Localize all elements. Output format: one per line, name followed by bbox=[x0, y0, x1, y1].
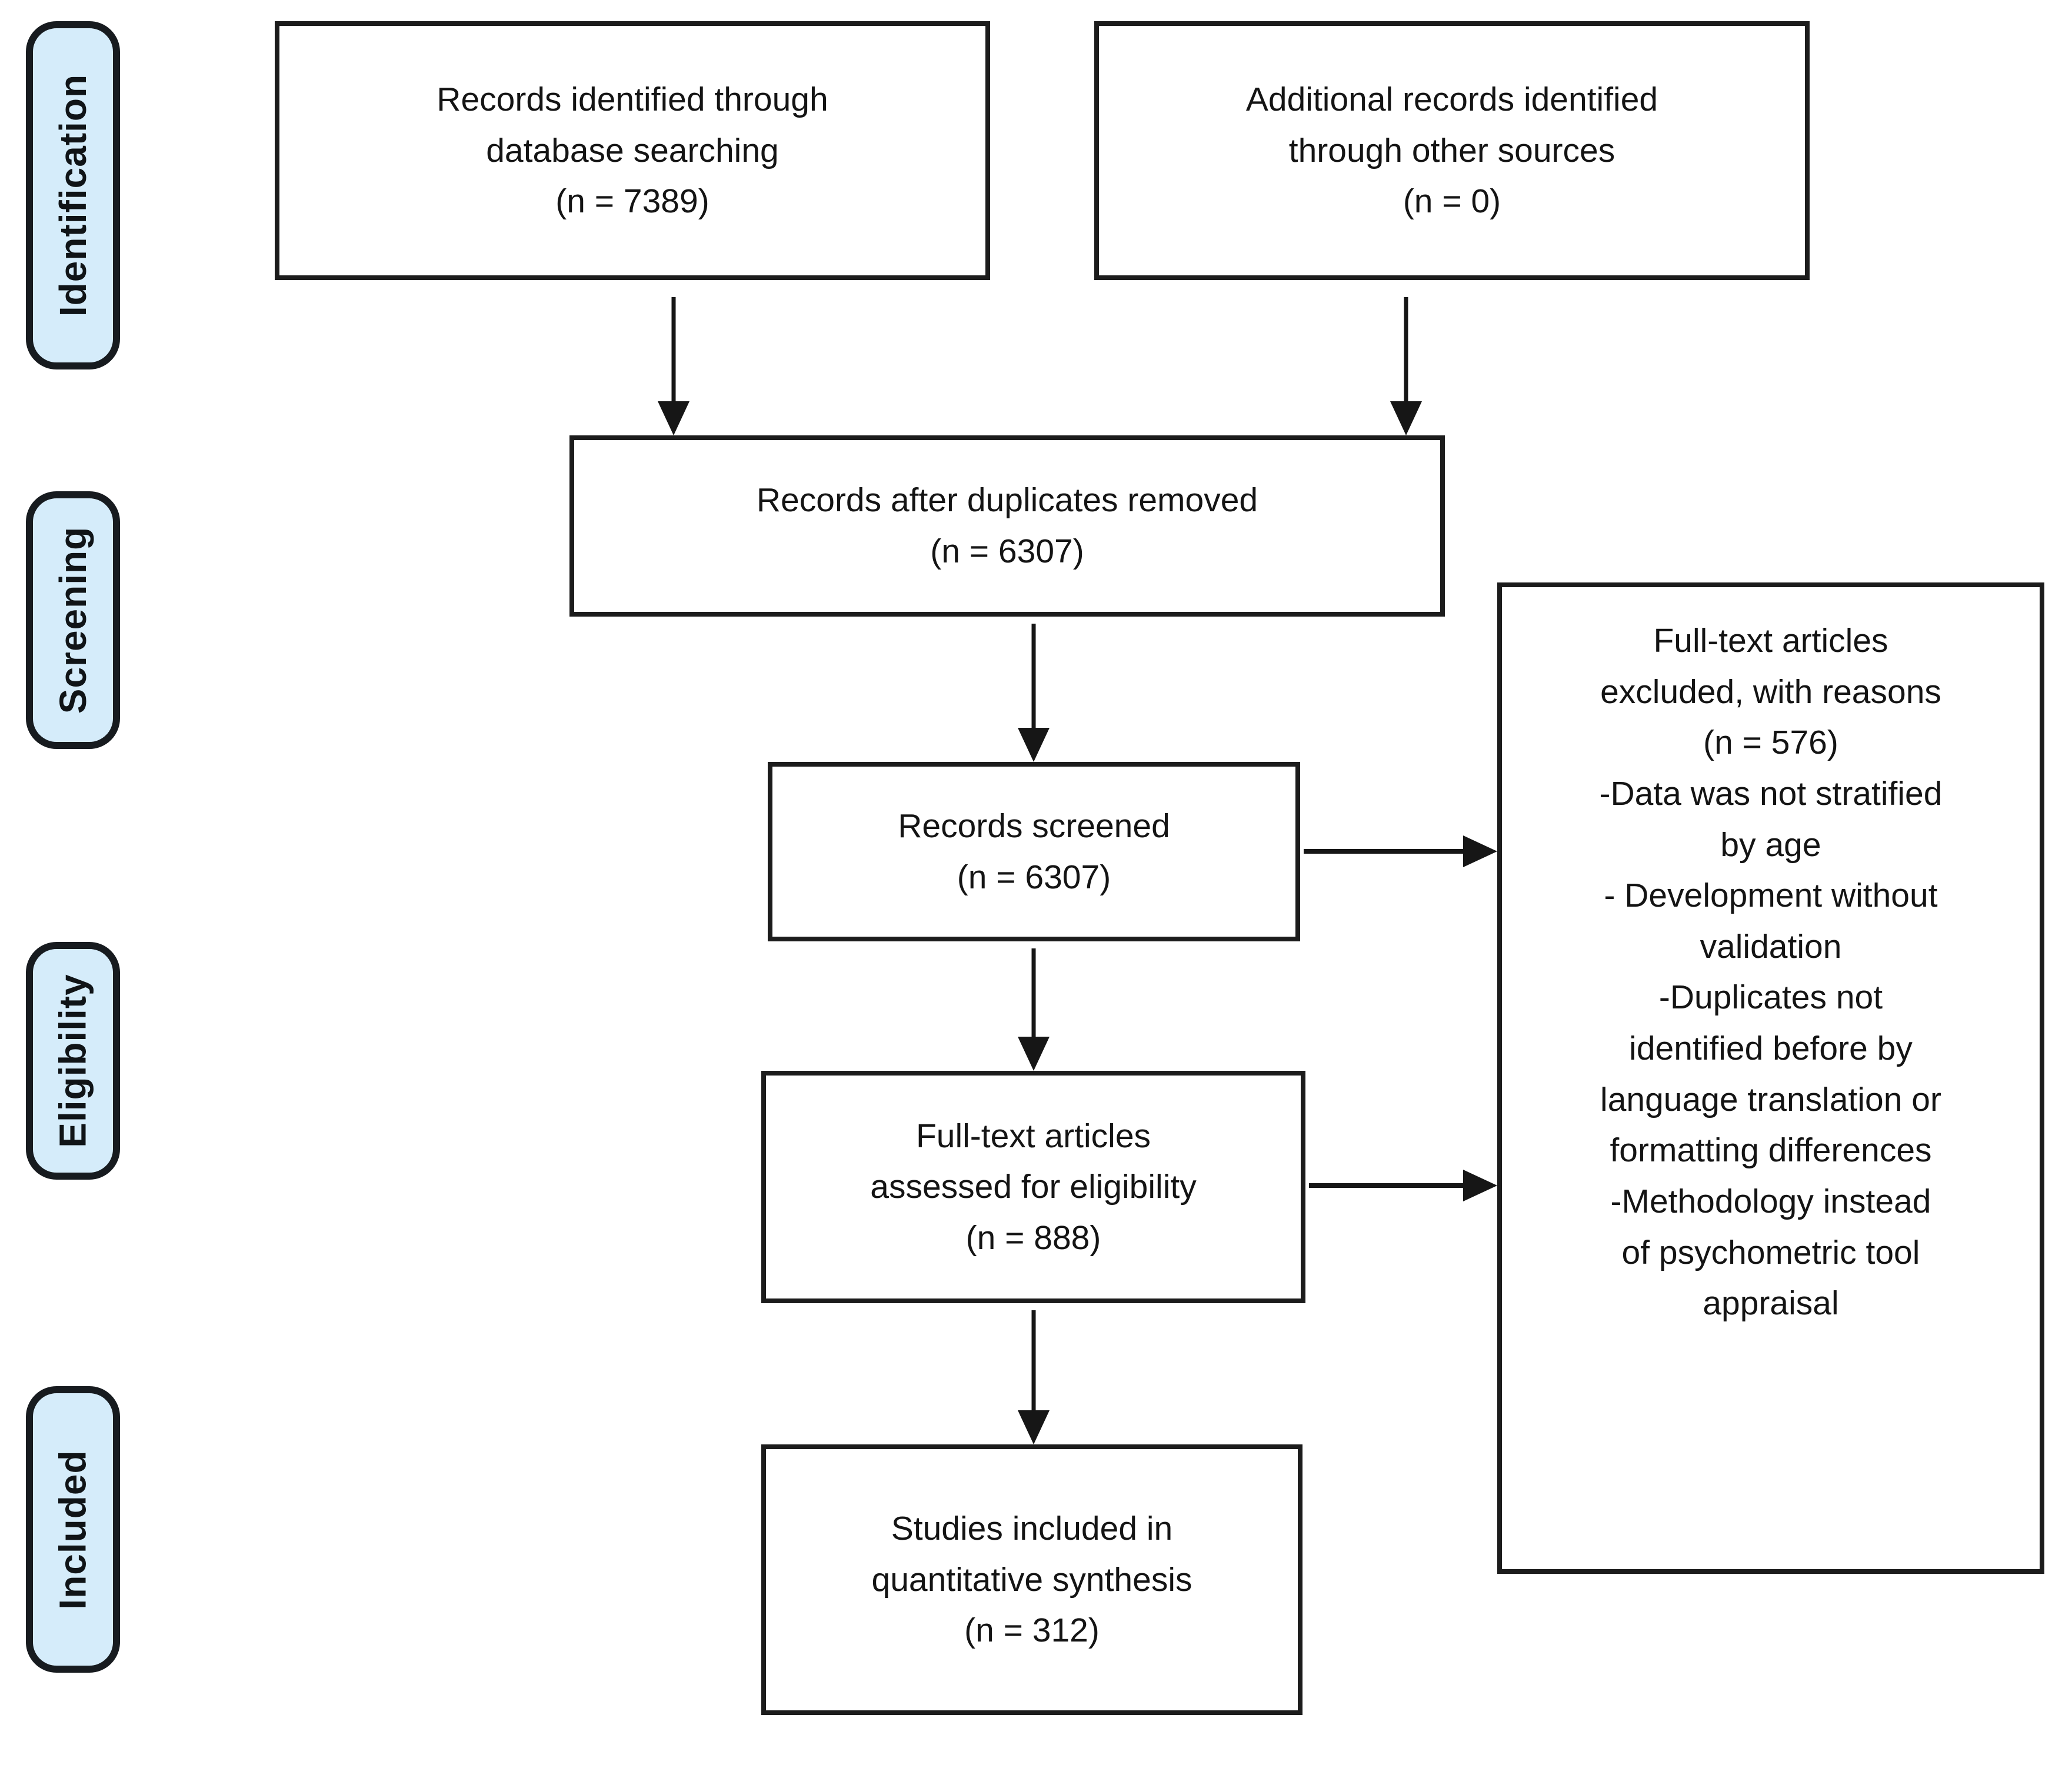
arrow-fulltext-to-included bbox=[1016, 1310, 1051, 1444]
arrow-head-down-icon bbox=[1018, 1037, 1050, 1071]
arrow-shaft bbox=[1309, 1183, 1467, 1188]
stage-label-eligibility: Eligibility bbox=[26, 942, 120, 1180]
box-duplicates-removed-text: Records after duplicates removed(n = 630… bbox=[756, 481, 1258, 570]
arrow-head-right-icon bbox=[1463, 1170, 1497, 1201]
arrow-shaft bbox=[1304, 849, 1467, 854]
arrow-screened-to-fulltext bbox=[1016, 948, 1051, 1071]
stage-label-identification-text: Identification bbox=[52, 74, 94, 317]
arrow-shaft bbox=[1404, 297, 1408, 405]
arrow-shaft bbox=[671, 297, 676, 405]
arrow-head-down-icon bbox=[1390, 401, 1422, 435]
stage-label-included-text: Included bbox=[52, 1449, 94, 1610]
arrow-duplicates-removed-to-screened bbox=[1016, 624, 1051, 762]
stage-label-identification: Identification bbox=[26, 21, 120, 369]
arrow-shaft bbox=[1031, 624, 1036, 731]
stage-label-included: Included bbox=[26, 1386, 120, 1673]
stage-label-eligibility-text: Eligibility bbox=[52, 974, 94, 1148]
box-records-screened: Records screened(n = 6307) bbox=[768, 762, 1300, 941]
arrow-head-right-icon bbox=[1463, 835, 1497, 867]
stage-label-screening-text: Screening bbox=[52, 526, 94, 714]
arrow-fulltext-to-excluded bbox=[1309, 1168, 1497, 1203]
arrow-screened-to-excluded bbox=[1304, 834, 1497, 869]
arrow-shaft bbox=[1031, 948, 1036, 1040]
arrow-head-down-icon bbox=[1018, 728, 1050, 762]
box-records-screened-text: Records screened(n = 6307) bbox=[898, 807, 1170, 896]
stage-label-screening: Screening bbox=[26, 491, 120, 749]
arrow-additional-to-duplicates-removed bbox=[1388, 297, 1424, 435]
arrow-shaft bbox=[1031, 1310, 1036, 1414]
arrow-head-down-icon bbox=[658, 401, 689, 435]
arrow-head-down-icon bbox=[1018, 1410, 1050, 1444]
arrow-identified-to-duplicates-removed bbox=[656, 297, 691, 435]
box-duplicates-removed: Records after duplicates removed(n = 630… bbox=[569, 435, 1445, 617]
